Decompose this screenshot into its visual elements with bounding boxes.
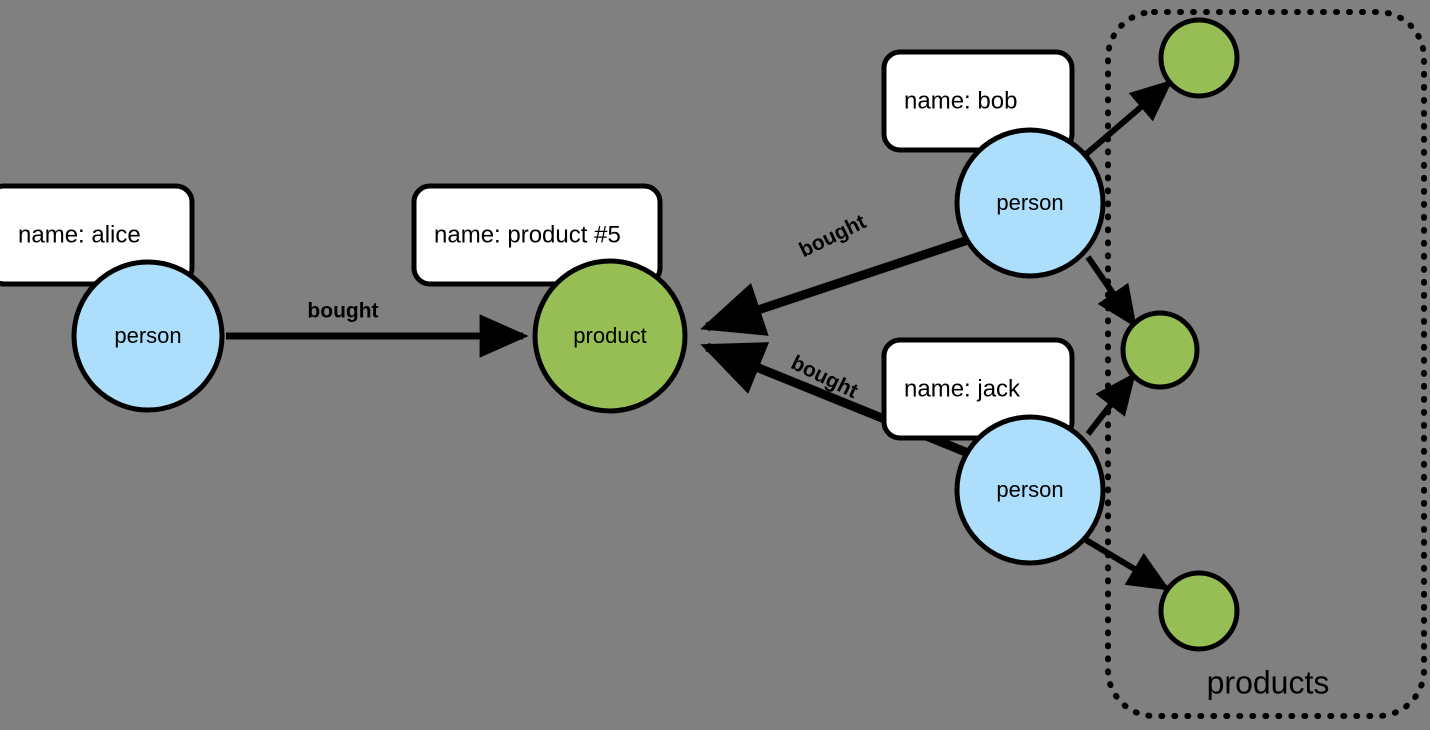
node-circle[interactable] [1120, 310, 1200, 390]
node-product-top[interactable] [1158, 17, 1240, 99]
property-box-jack: name: jack [881, 337, 1075, 441]
property-box-label: name: jack [904, 375, 1021, 402]
node-type-label: person [996, 477, 1063, 502]
edge-jack-to-product-bottom [1084, 537, 1171, 591]
property-box-label: name: bob [904, 87, 1017, 114]
edge-bob-to-product-top [1083, 79, 1173, 158]
edge-bob-bought [700, 235, 970, 336]
edge-label-bought-alice: bought [307, 300, 378, 323]
node-product-bottom[interactable] [1158, 570, 1240, 652]
node-person-alice[interactable]: person [71, 259, 225, 413]
products-group-border [1105, 9, 1427, 719]
edge-bob-to-product-mid [1085, 255, 1137, 328]
node-type-label: person [114, 323, 181, 348]
edge-line [1084, 537, 1171, 591]
node-person-jack[interactable]: person [954, 414, 1106, 566]
edge-line [700, 235, 970, 336]
node-circle[interactable] [532, 258, 688, 414]
node-type-label: product [573, 323, 646, 348]
property-box [0, 183, 195, 287]
edge-jack-to-product-mid [1085, 372, 1136, 436]
node-type-label: person [996, 190, 1063, 215]
node-circle[interactable] [954, 127, 1106, 279]
products-group-label: products [1207, 664, 1330, 700]
property-box-label: name: product #5 [434, 221, 621, 248]
node-circle[interactable] [1158, 570, 1240, 652]
edge-line [1085, 255, 1137, 328]
edge-line [1083, 79, 1173, 158]
edge-label-bought-bob: bought [796, 210, 870, 262]
node-circle[interactable] [1158, 17, 1240, 99]
node-circle[interactable] [954, 414, 1106, 566]
property-box-bob: name: bob [881, 49, 1075, 153]
property-box-alice: name: alice [0, 183, 195, 287]
node-person-bob[interactable]: person [954, 127, 1106, 279]
property-box-product: name: product #5 [411, 183, 663, 287]
node-circle[interactable] [71, 259, 225, 413]
node-product-5[interactable]: product [532, 258, 688, 414]
node-product-mid[interactable] [1120, 310, 1200, 390]
property-box-label: name: alice [18, 221, 141, 248]
edge-line [1085, 372, 1136, 436]
products-group-container [1105, 9, 1427, 719]
